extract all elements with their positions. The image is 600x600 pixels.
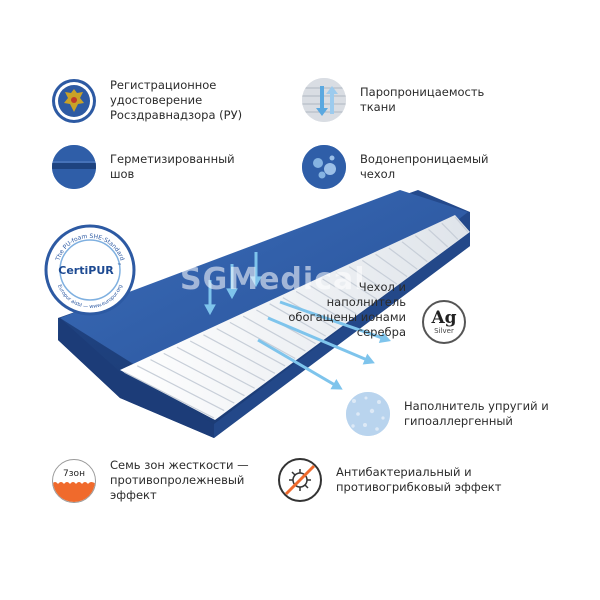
foam-ridge [163,352,245,397]
water-drops-icon [302,145,346,189]
silver-word: Silver [434,326,454,335]
feature-filler: Наполнитель упругий и гипоаллергенный [346,392,574,436]
vapor-permeability-icon [302,78,346,122]
airflow-arrowhead [204,304,216,316]
foam-texture-icon [346,392,390,436]
feature-registration-label: Регистрационное удостоверение Росздравна… [110,78,243,122]
foam-ridge [441,222,459,240]
feature-registration: Регистрационное удостоверение Росздравна… [52,78,270,123]
feature-seam-label: Герметизированный шов [110,152,235,181]
foam-ridge [150,359,235,404]
feature-filler-label: Наполнитель упругий и гипоаллергенный [404,399,549,428]
feature-vapor-label: Паропроницаемость ткани [360,85,485,114]
feature-zones-label: Семь зон жесткости — противопролежневый … [110,458,249,502]
certipur-name: CertiPUR [58,264,114,277]
foam-ridge [136,365,225,412]
foam-ridge [428,228,449,248]
foam-ridge [123,371,215,419]
eagle-emblem-icon [52,78,96,123]
feature-antibacterial-label: Антибактериальный и противогрибковый эфф… [336,465,502,494]
feature-seam: Герметизированный шов [52,145,260,189]
foam-ridge [401,241,428,263]
seven-zones-icon: 7зон [52,458,96,503]
sealed-seam-icon [52,145,96,189]
certipur-tm: ™ [117,263,122,269]
foam-ridge [176,346,255,389]
certipur-badge: The PU-foam SHE-Standard Europur aisbl —… [44,224,136,316]
foam-ridge [375,253,408,278]
airflow-arrowhead [330,379,343,390]
feature-zones: 7зон Семь зон жесткости — противопролежн… [52,458,270,503]
foam-ridge [203,334,276,374]
silver-ag-icon: Ag Silver [422,300,466,344]
mattress-side-edge [58,318,214,438]
foam-ridge [454,216,469,233]
foam-ridge [388,247,418,270]
watermark-text: SGMedical [180,262,366,297]
foam-ridge [189,340,266,382]
airflow-arrow [257,338,341,390]
feature-waterproof-label: Водонепроницаемый чехол [360,152,489,181]
feature-vapor: Паропроницаемость ткани [302,78,510,122]
feature-waterproof: Водонепроницаемый чехол [302,145,510,189]
silver-symbol: Ag [431,307,457,328]
feature-silver: Чехол и наполнитель обогащены ионами сер… [288,280,466,344]
antibacterial-icon [278,458,322,502]
feature-silver-label: Чехол и наполнитель обогащены ионами сер… [288,280,406,339]
foam-ridge [216,328,286,367]
zones-label: 7зон [63,468,85,479]
feature-antibacterial: Антибактериальный и противогрибковый эфф… [278,458,506,502]
foam-ridge [414,235,438,255]
airflow-arrowhead [362,353,375,365]
